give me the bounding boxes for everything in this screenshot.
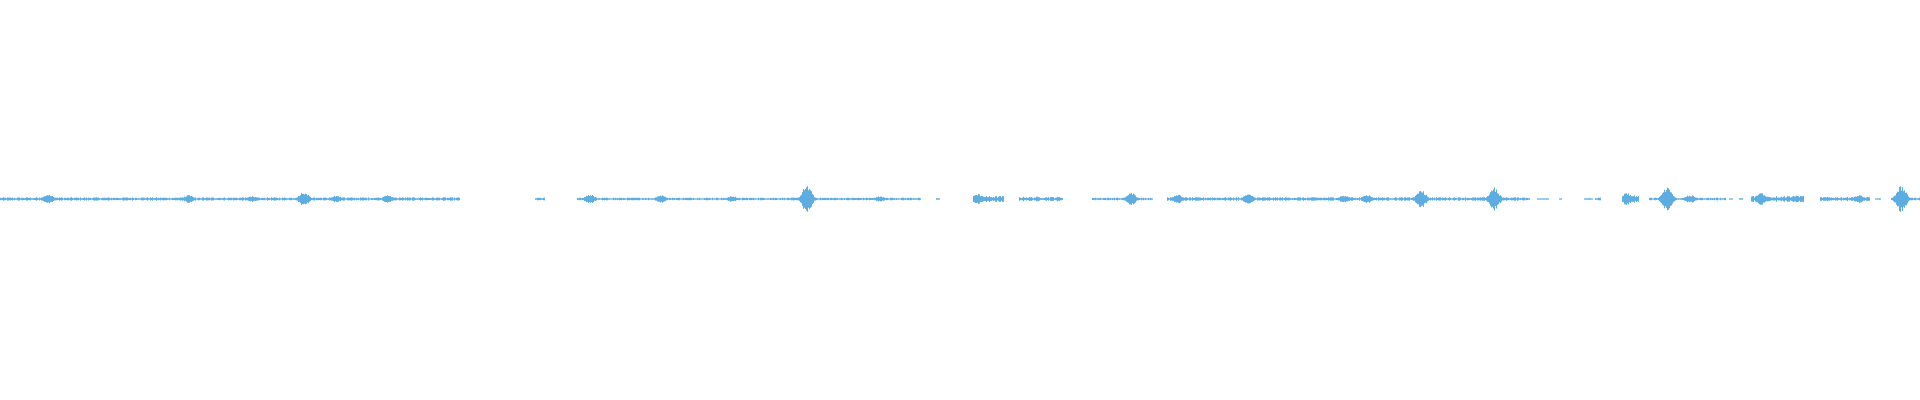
waveform-segment <box>1019 196 1063 202</box>
waveform-segment <box>1167 187 1530 211</box>
waveform-segment <box>1559 198 1562 200</box>
waveform-segment <box>1739 198 1743 200</box>
waveform-segment <box>973 194 1004 204</box>
waveform-segment <box>1820 195 1870 203</box>
waveform-segment <box>1584 198 1593 200</box>
waveform-segment <box>1622 193 1639 205</box>
waveform-segment <box>535 197 545 201</box>
waveform-segment <box>1729 198 1733 200</box>
waveform-segment <box>1595 197 1601 201</box>
waveform-segment <box>0 192 460 206</box>
waveform-segment <box>577 186 921 212</box>
waveform-segment <box>936 198 940 200</box>
waveform-segment <box>1751 193 1804 205</box>
waveform-segment <box>1649 187 1726 211</box>
waveform-segment <box>1891 186 1920 212</box>
waveform-segment <box>1875 198 1881 200</box>
waveform-segment <box>1092 193 1153 205</box>
waveform-segment <box>1537 198 1549 200</box>
